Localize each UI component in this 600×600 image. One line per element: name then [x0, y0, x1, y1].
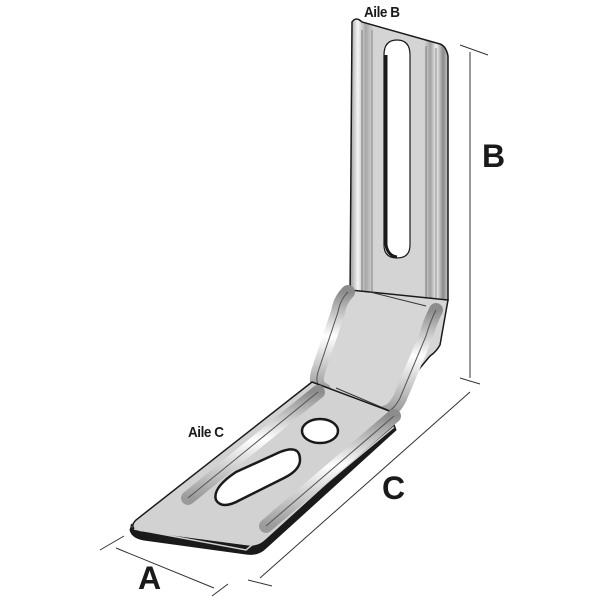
- flange-c: [129, 381, 401, 555]
- dimension-b: B: [482, 138, 506, 174]
- dimension-lines: [99, 44, 489, 597]
- label-aile-b: Aile B: [364, 4, 400, 21]
- dimension-a: A: [138, 560, 162, 596]
- label-aile-c: Aile C: [188, 424, 224, 441]
- vertical-slot: [383, 39, 411, 259]
- horizontal-slot: [214, 448, 302, 507]
- dimension-c: C: [382, 470, 406, 506]
- bend-section: [309, 285, 449, 419]
- round-hole: [300, 417, 340, 445]
- flange-b: [349, 18, 449, 301]
